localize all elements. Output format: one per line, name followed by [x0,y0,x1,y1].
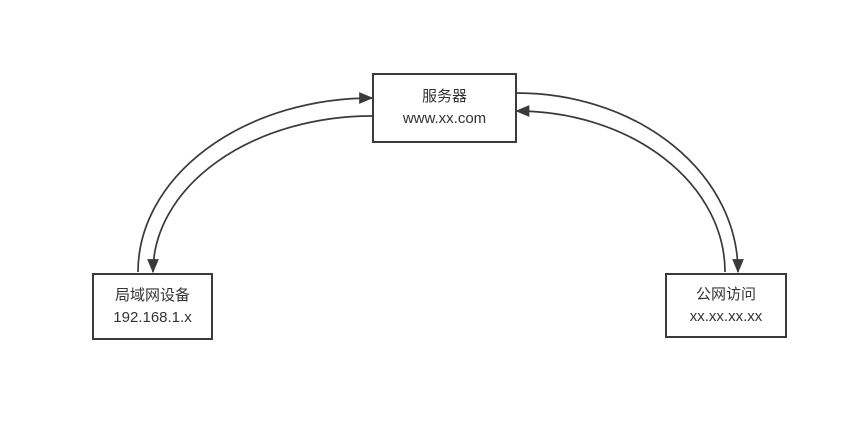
node-lan-device: 局域网设备 192.168.1.x [92,273,213,340]
node-server-address: www.xx.com [402,110,487,127]
node-public-access-address: xx.xx.xx.xx [689,307,763,325]
node-server: 服务器 www.xx.com [372,73,517,143]
edge-lan-to-server-arrow [137,92,374,273]
edge-server-to-public-arrow [516,92,744,274]
node-lan-device-label: 局域网设备 [114,286,190,304]
node-server-label: 服务器 [421,88,467,105]
edge-server-to-lan-arrow [147,115,373,274]
edge-public-to-server-arrow [515,105,726,273]
node-public-access: 公网访问 xx.xx.xx.xx [665,273,787,338]
node-public-access-label: 公网访问 [695,285,756,303]
node-lan-device-address: 192.168.1.x [113,308,192,326]
